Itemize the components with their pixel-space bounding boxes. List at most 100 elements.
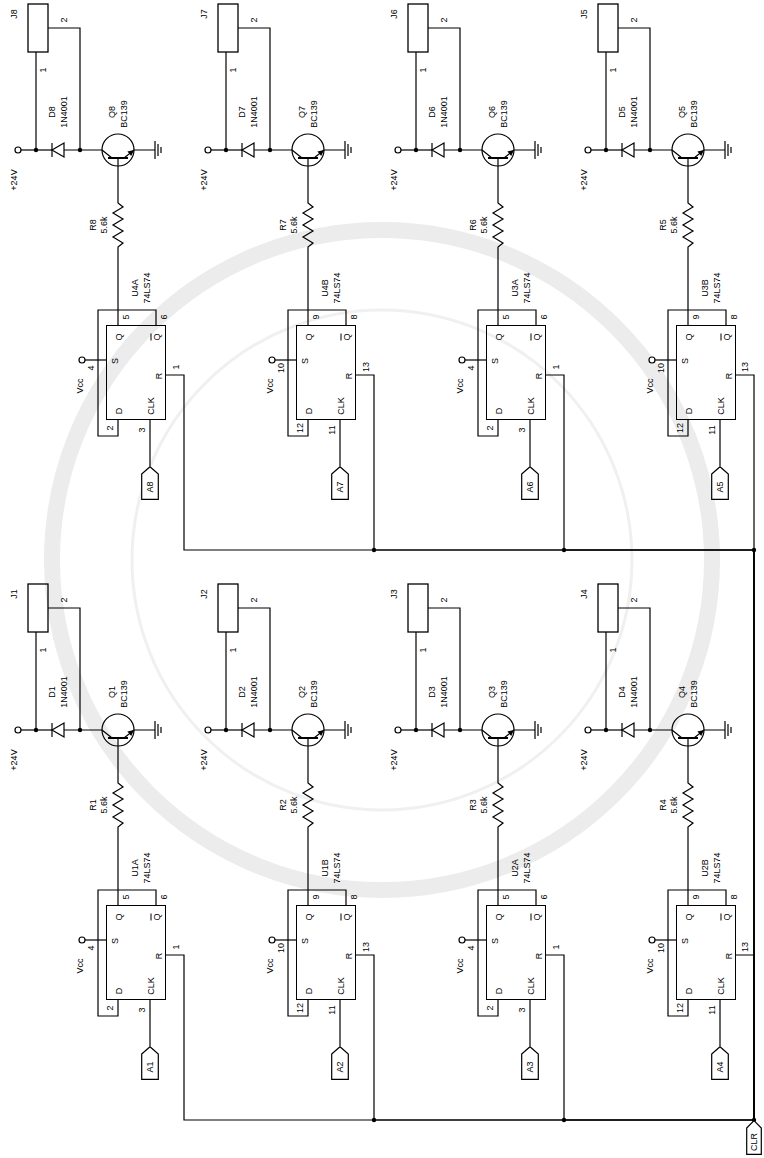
pin-name: CLK: [336, 397, 347, 415]
pin-name: S: [300, 358, 311, 364]
junction-dot: [224, 148, 228, 152]
pin-number: 1: [551, 364, 562, 369]
junction-dot: [78, 728, 82, 732]
pin-number: 2: [629, 597, 640, 602]
transistor-collector: [102, 730, 112, 738]
supply-terminal: [269, 357, 275, 363]
driver-channel: [395, 4, 541, 436]
ground-symbol: [160, 147, 161, 153]
transistor-part: BC139: [119, 100, 130, 128]
ground-symbol: [344, 721, 345, 739]
supply-label: Vcc: [75, 958, 86, 973]
transistor-emitter: [694, 150, 725, 158]
pin-number: 2: [485, 425, 496, 430]
pin-name: R: [534, 953, 545, 960]
pin-name: S: [490, 938, 501, 944]
wire: [225, 52, 226, 150]
connector-symbol: [218, 584, 238, 632]
pin-name: S: [680, 938, 691, 944]
diode-part: 1N4001: [439, 96, 450, 128]
transistor-emitter: [694, 730, 725, 738]
supply-terminal: [269, 937, 275, 943]
ground-symbol: [160, 727, 161, 733]
diode-part: 1N4001: [59, 676, 70, 708]
pin-number: 2: [629, 17, 640, 22]
wire: [48, 608, 80, 730]
resistor-ref: R5: [658, 219, 669, 231]
pin-name: Q: [722, 913, 733, 920]
wire-connector: [149, 1000, 150, 1046]
pin-name: CLK: [336, 977, 347, 995]
transistor-part: BC139: [499, 680, 510, 708]
driver-channel: [585, 4, 731, 436]
junction-dot: [562, 548, 566, 552]
transistor-ref: Q7: [297, 106, 308, 118]
pin-name: CLK: [526, 397, 537, 415]
emitter-arrow: [127, 150, 134, 156]
supply-terminal: [205, 147, 211, 153]
resistor-ref: R7: [278, 219, 289, 231]
ground-symbol: [534, 141, 535, 159]
pin-name: CLK: [526, 977, 537, 995]
driver-channel: [15, 4, 161, 436]
ground-symbol: [730, 147, 731, 153]
connector-ref: J1: [9, 589, 20, 599]
pin-name: Q: [304, 333, 315, 340]
emitter-arrow: [317, 150, 324, 156]
wire-connector: [546, 375, 754, 1120]
wire: [225, 632, 226, 730]
transistor-ref: Q2: [297, 686, 308, 698]
connector-symbol: [28, 4, 48, 52]
signal-name: A6: [525, 481, 536, 492]
pin-name: Q: [494, 333, 505, 340]
signal-name: A4: [715, 1061, 726, 1072]
signal-name: A1: [145, 1061, 156, 1072]
wire: [48, 28, 80, 150]
connector-ref: J2: [199, 589, 210, 599]
ic-ref: U2B: [700, 859, 711, 877]
junction-dot: [604, 728, 608, 732]
supply-label: +24V: [199, 749, 210, 770]
diode-ref: D4: [617, 686, 628, 698]
resistor-ref: R6: [468, 219, 479, 231]
pin-name: CLK: [146, 977, 157, 995]
transistor-collector: [482, 730, 492, 738]
resistor-value: 5.6k: [99, 216, 110, 233]
watermark-ring: [52, 230, 712, 890]
pin-number: 4: [86, 365, 97, 370]
supply-label: Vcc: [645, 378, 656, 393]
junction-dot: [414, 148, 418, 152]
wire: [238, 608, 270, 730]
pin-name: D: [114, 988, 125, 995]
junction-dot: [34, 148, 38, 152]
diode-bar: [621, 143, 622, 157]
transistor-ref: Q6: [487, 106, 498, 118]
pin-number: 5: [501, 894, 512, 899]
transistor-part: BC139: [689, 680, 700, 708]
pin-name: R: [534, 373, 545, 380]
pin-number: 13: [361, 942, 372, 952]
pin-name: CLK: [146, 397, 157, 415]
ic-ref: U2A: [510, 859, 521, 877]
pin-name: S: [490, 358, 501, 364]
wire: [465, 939, 486, 940]
flip-flop-box: QQSRDCLK: [486, 905, 546, 1000]
pin-name: R: [154, 953, 165, 960]
resistor-value: 5.6k: [479, 216, 490, 233]
ic-part: 74LS74: [142, 852, 153, 883]
junction-dot: [372, 548, 376, 552]
ic-ref: U3A: [510, 279, 521, 297]
pin-number: 8: [349, 894, 360, 899]
supply-terminal: [79, 937, 85, 943]
diode-part: 1N4001: [629, 676, 640, 708]
ic-part: 74LS74: [332, 852, 343, 883]
wire: [275, 359, 296, 360]
pin-number: 13: [740, 942, 751, 952]
ground-symbol: [154, 141, 155, 159]
wire: [618, 608, 650, 730]
wire-connector: [339, 420, 340, 466]
junction-dot: [648, 148, 652, 152]
flag-shape: [142, 467, 159, 500]
diode-bar: [241, 143, 242, 157]
